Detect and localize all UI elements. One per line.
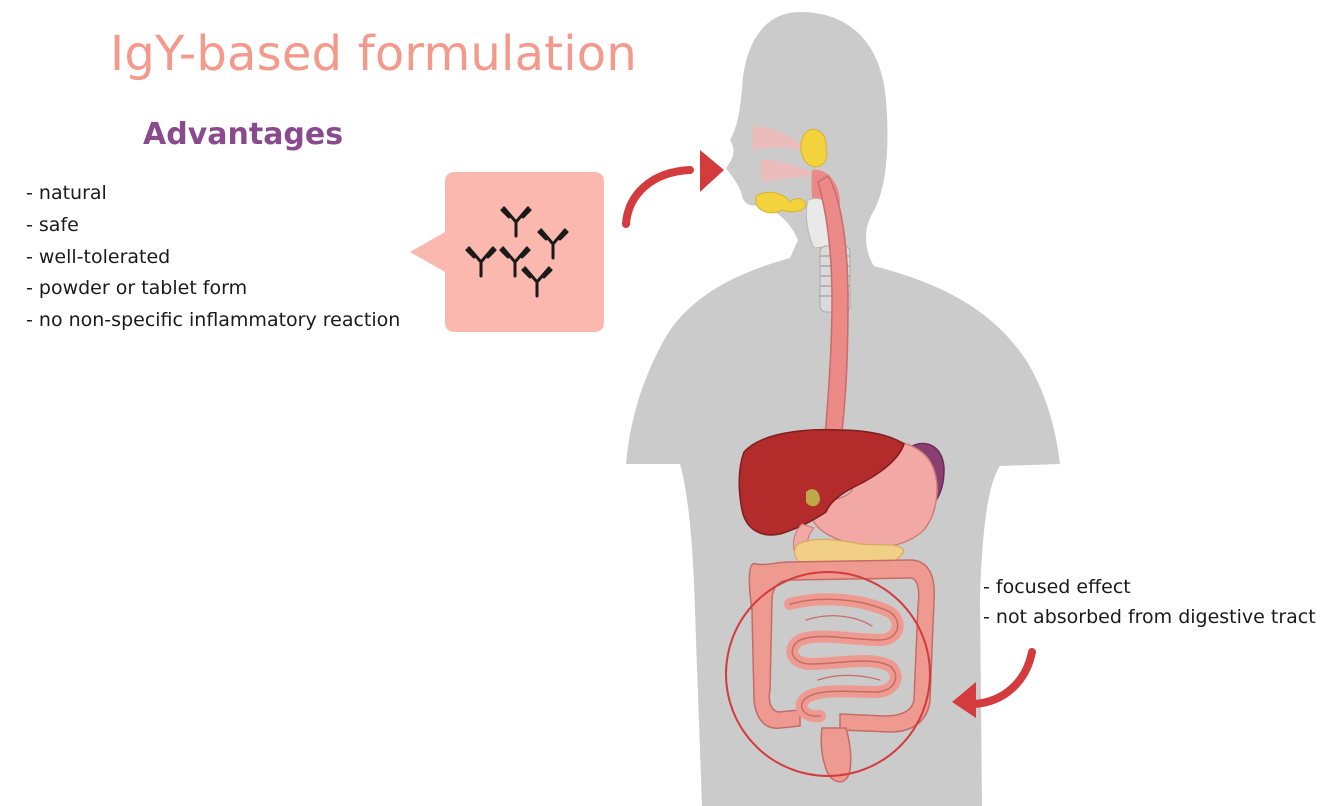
- intestine-effects-list: - focused effect - not absorbed from dig…: [983, 572, 1316, 632]
- advantages-heading: Advantages: [143, 117, 344, 152]
- nasal-airflow: [752, 126, 806, 150]
- antibody-icon: [537, 228, 569, 260]
- advantage-item: - well-tolerated: [26, 245, 171, 268]
- antibody-icon: [465, 246, 497, 278]
- antibody-icon: [521, 266, 553, 298]
- advantage-item: - safe: [26, 213, 79, 236]
- advantage-item: - natural: [26, 182, 107, 204]
- intestine-effect-item: - not absorbed from digestive tract: [983, 606, 1316, 628]
- salivary-gland-parotid: [800, 128, 828, 168]
- intestine-effect-item: - focused effect: [983, 576, 1131, 598]
- rectum: [820, 727, 852, 783]
- liver: [738, 428, 905, 536]
- advantages-list: - natural - safe - well-tolerated - powd…: [26, 178, 400, 337]
- diagram-title: IgY-based formulation: [110, 26, 637, 82]
- small-intestine: [784, 593, 904, 723]
- antibody-icon: [499, 246, 531, 278]
- curved-arrow-icon: [970, 648, 1036, 708]
- curved-arrow-head: [700, 150, 724, 192]
- advantage-item: - powder or tablet form: [26, 277, 248, 300]
- advantage-item: - no non-specific inflammatory reaction: [26, 309, 401, 332]
- curved-arrow-head: [952, 682, 976, 718]
- large-intestine: [748, 559, 935, 733]
- salivary-gland-submandibular: [755, 191, 807, 214]
- intestine-highlight-circle: [725, 571, 931, 777]
- oral-airflow: [760, 160, 816, 182]
- gallbladder: [806, 489, 820, 507]
- curved-arrow-icon: [622, 166, 694, 228]
- antibody-icon: [500, 206, 532, 238]
